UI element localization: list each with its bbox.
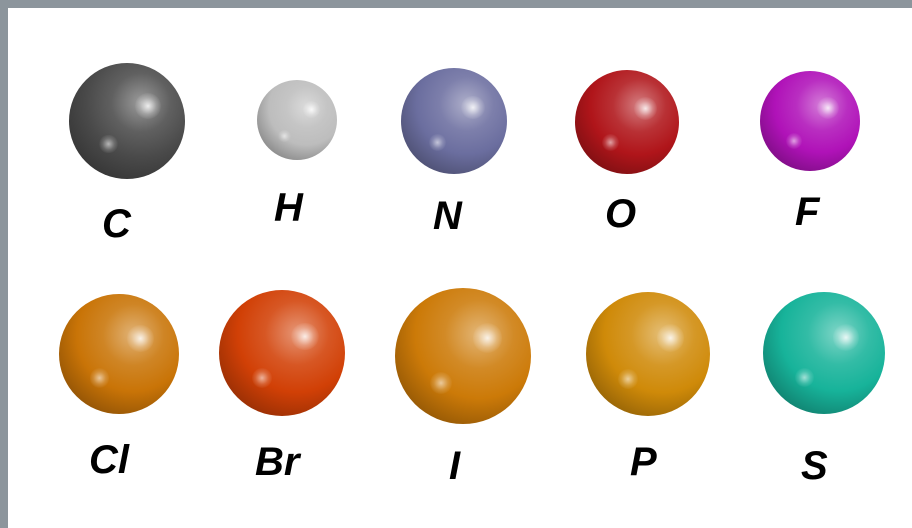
atom-label-c: C: [102, 204, 131, 244]
atom-sphere-o: [575, 70, 679, 174]
atom-label-s: S: [801, 446, 828, 486]
atom-label-f: F: [795, 192, 819, 232]
atom-sphere-h: [257, 80, 337, 160]
atom-label-h: H: [274, 188, 303, 228]
atom-label-n: N: [433, 196, 462, 236]
atom-label-br: Br: [255, 442, 299, 482]
atom-sphere-f: [760, 71, 860, 171]
atom-label-o: O: [605, 194, 636, 234]
atom-sphere-i: [395, 288, 531, 424]
atom-color-key: C H N O F Cl Br I P S: [8, 8, 912, 528]
atom-sphere-p: [586, 292, 710, 416]
atom-label-i: I: [449, 446, 460, 486]
atom-sphere-br: [219, 290, 345, 416]
atom-label-cl: Cl: [89, 440, 129, 480]
atom-sphere-cl: [59, 294, 179, 414]
atom-sphere-s: [763, 292, 885, 414]
atom-label-p: P: [630, 442, 657, 482]
atom-sphere-n: [401, 68, 507, 174]
atom-sphere-c: [69, 63, 185, 179]
